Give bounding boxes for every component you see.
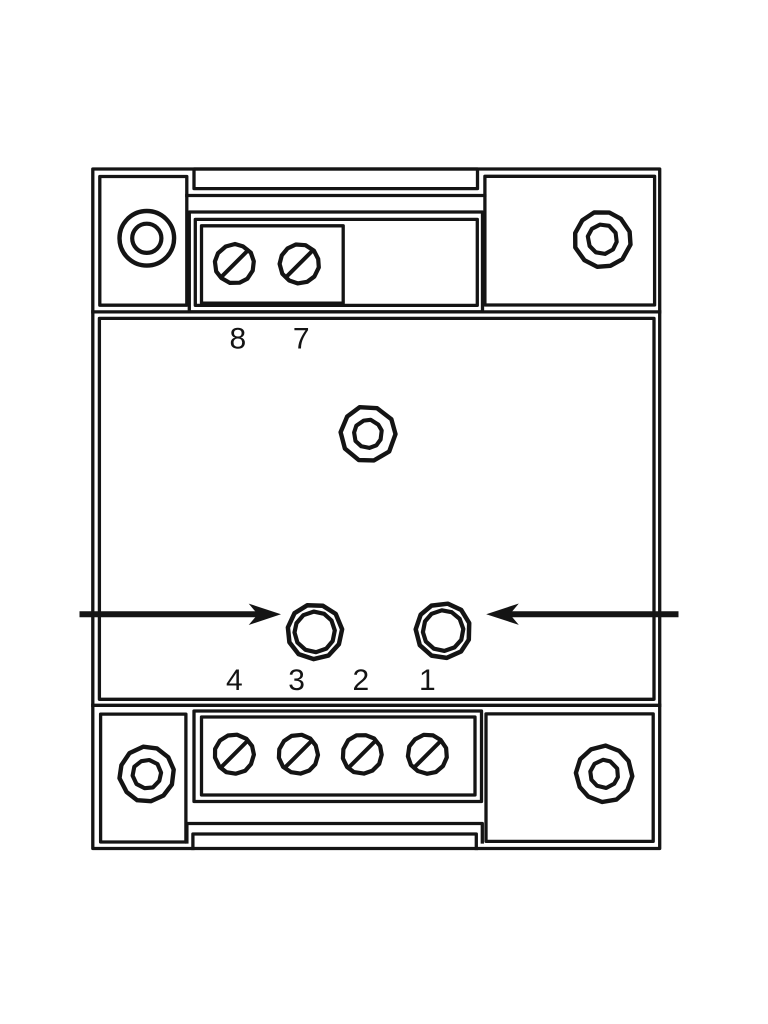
svg-text:7: 7: [293, 322, 310, 355]
svg-text:4: 4: [226, 664, 243, 697]
svg-text:1: 1: [419, 664, 436, 697]
svg-text:2: 2: [353, 664, 370, 697]
svg-text:8: 8: [229, 322, 246, 355]
svg-text:3: 3: [288, 664, 305, 697]
